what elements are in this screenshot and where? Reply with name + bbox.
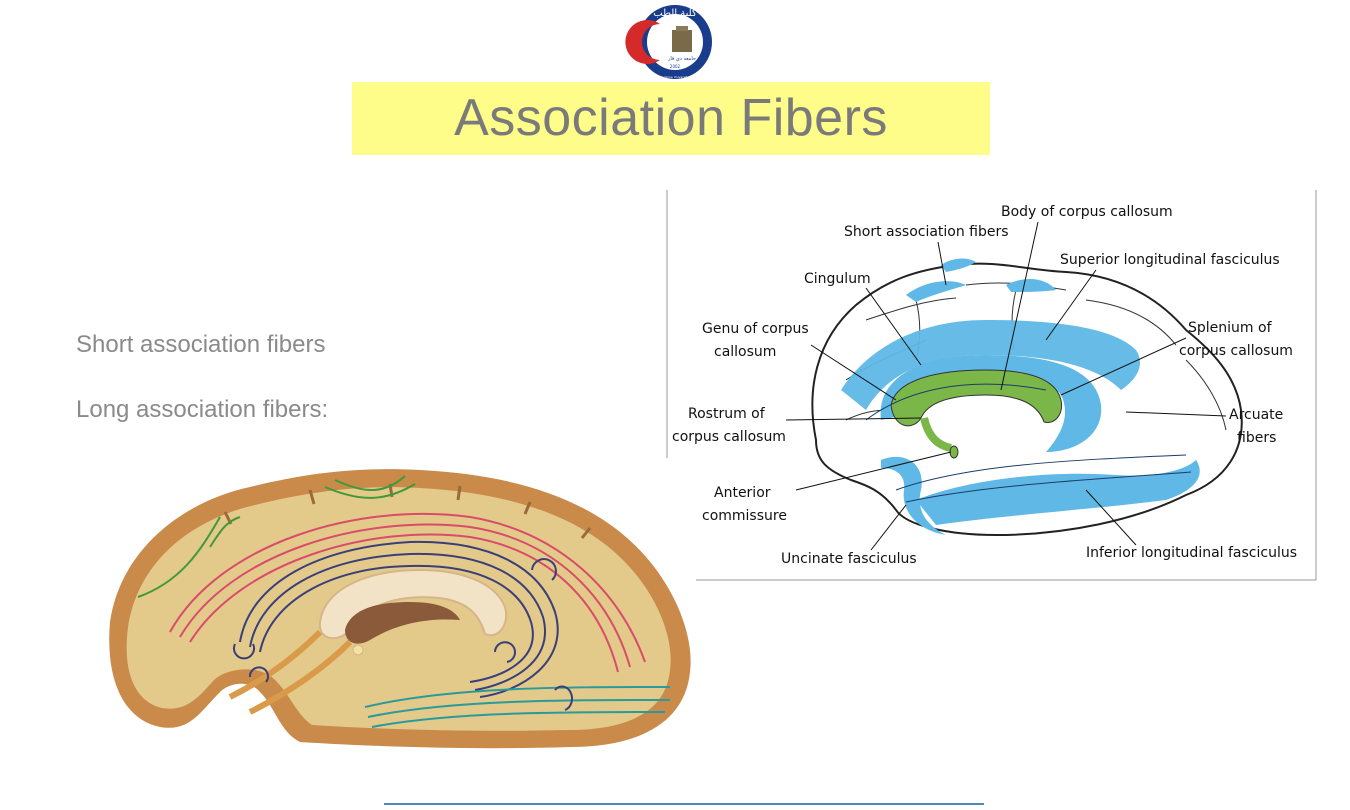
college-seal-icon: كلية الطب جامعة ذي قار 2002 College of M… [625, 5, 712, 79]
logo-arabic-mid: جامعة ذي قار [667, 56, 696, 62]
cingulum-fiber-2 [249, 552, 546, 691]
uncinate-band [881, 456, 946, 535]
right-labeled-diagram: Body of corpus callosum Short associatio… [666, 190, 1318, 582]
page-title: Association Fibers [454, 89, 888, 147]
logo-english-ring: College of Medicine University of Thi - … [643, 75, 707, 79]
label-splenium-line2: corpus callosum [1179, 343, 1293, 359]
short-fiber-2 [209, 516, 241, 548]
short-fiber-band-3 [941, 258, 976, 272]
label-splenium-line1: Splenium of [1188, 320, 1273, 336]
label-superior-longitudinal-fasciculus: Superior longitudinal fasciculus [1060, 252, 1280, 268]
label-anterior-line2: commissure [702, 508, 787, 524]
label-cingulum: Cingulum [804, 271, 871, 287]
superior-fiber-1 [169, 512, 646, 663]
cingulum-fiber-3 [259, 564, 534, 683]
corpus-callosum-green [890, 369, 1063, 427]
bullet-long-association: Long association fibers: [76, 396, 329, 423]
association-fibers-labeled-illustration: Body of corpus callosum Short associatio… [666, 190, 1317, 581]
left-brain-diagram [100, 462, 700, 752]
label-arcuate-line1: Arcuate [1229, 407, 1283, 423]
label-genu-line2: callosum [714, 344, 776, 360]
short-fiber-4 [334, 475, 406, 492]
superior-fiber-2 [179, 523, 631, 668]
short-fiber-3 [324, 483, 416, 499]
cingulum-loop [233, 643, 255, 660]
superior-fiber-3 [189, 533, 619, 673]
cingulum-fiber-1 [239, 540, 559, 698]
college-logo: كلية الطب جامعة ذي قار 2002 College of M… [620, 2, 730, 80]
leader-lines [785, 221, 1227, 551]
title-banner: Association Fibers [352, 82, 990, 155]
label-genu-line1: Genu of corpus [702, 321, 809, 337]
label-arcuate-line2: fibers [1237, 430, 1276, 446]
label-uncinate-fasciculus: Uncinate fasciculus [781, 551, 917, 567]
inferior-fiber-1 [364, 686, 671, 708]
footer-divider [384, 803, 984, 805]
short-fiber-1 [137, 516, 221, 598]
label-rostrum-line1: Rostrum of [688, 406, 766, 422]
label-inferior-longitudinal-fasciculus: Inferior longitudinal fasciculus [1086, 545, 1297, 561]
cingulum-band [880, 355, 1102, 452]
inferior-fiber-2 [367, 699, 671, 718]
label-short-association-fibers: Short association fibers [844, 224, 1009, 240]
label-rostrum-line2: corpus callosum [672, 429, 786, 445]
inferior-fiber-3 [371, 711, 666, 728]
medial-hemisphere-illustration [109, 469, 691, 749]
label-body-corpus-callosum: Body of corpus callosum [1001, 204, 1173, 220]
superior-fasciculus-band [841, 320, 1141, 410]
bullet-short-association: Short association fibers [76, 331, 326, 358]
ventricle [345, 602, 460, 644]
short-fiber-band-2 [1006, 278, 1056, 292]
logo-arabic-top: كلية الطب [653, 8, 697, 19]
short-fiber-band-1 [906, 281, 966, 302]
logo-year: 2002 [670, 64, 681, 69]
label-anterior-line1: Anterior [714, 485, 771, 501]
